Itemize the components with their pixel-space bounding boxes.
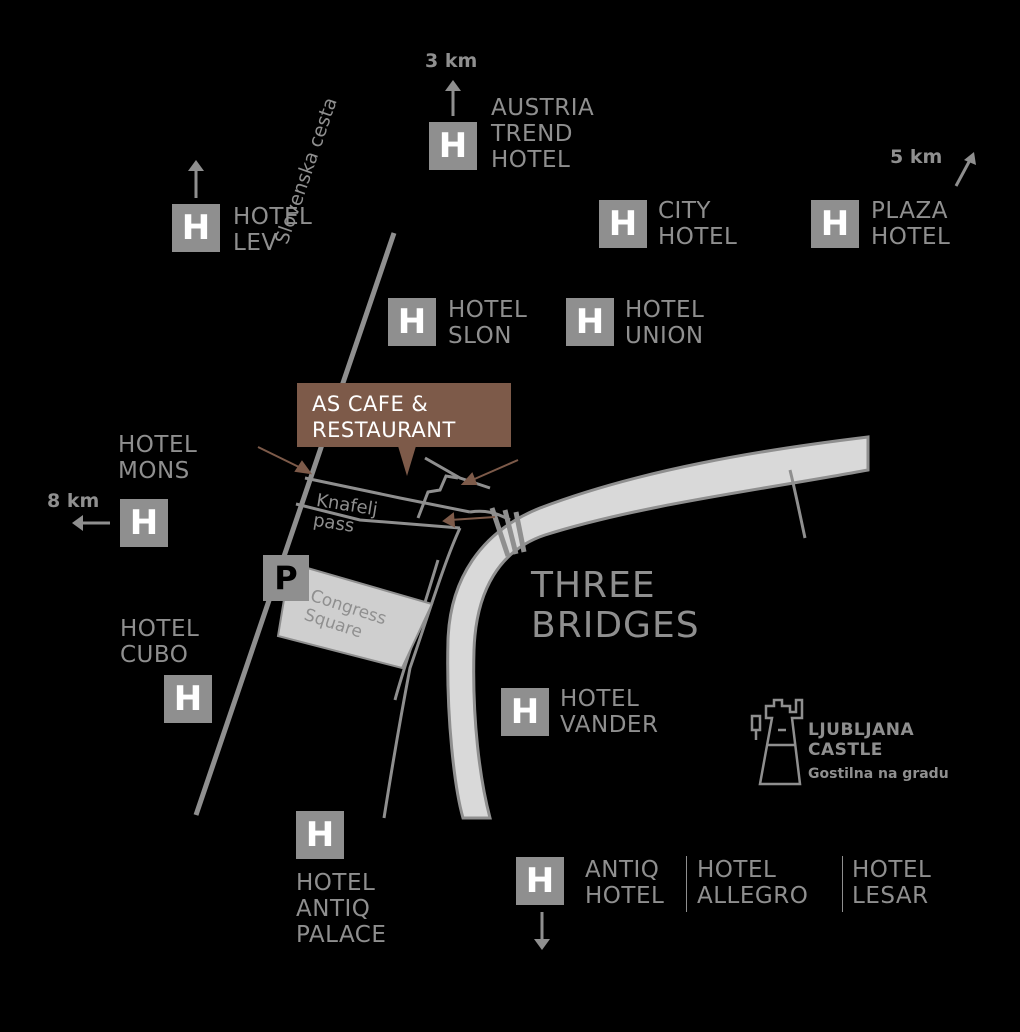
restaurant-callout[interactable]: [297, 383, 511, 447]
hotel-icon[interactable]: H: [501, 688, 549, 736]
congress-square-area: [276, 561, 434, 670]
arrow-up-right-icon: [954, 152, 976, 187]
hotel-city-label: CITY HOTEL: [658, 198, 738, 250]
street-east: [788, 469, 807, 539]
hotel-icon[interactable]: H: [516, 857, 564, 905]
street-upper: [424, 456, 491, 490]
divider: [686, 856, 687, 912]
hotel-icon[interactable]: H: [429, 122, 477, 170]
hotel-antiq-hotel-label: ANTIQ HOTEL: [585, 857, 665, 909]
divider: [842, 856, 843, 912]
parking-icon[interactable]: P: [263, 555, 309, 601]
hotel-icon[interactable]: H: [599, 200, 647, 248]
hotel-icon[interactable]: H: [120, 499, 168, 547]
hotel-allegro-label: HOTEL ALLEGRO: [697, 857, 809, 909]
slovenska-road: [193, 232, 397, 816]
restaurant-label: AS CAFE & RESTAURANT: [312, 392, 456, 442]
street-south-1: [382, 527, 462, 819]
distance-plaza: 5 km: [890, 146, 943, 168]
hotel-icon[interactable]: H: [566, 298, 614, 346]
hotel-icon[interactable]: H: [388, 298, 436, 346]
hotel-vander-label: HOTEL VANDER: [560, 686, 659, 738]
hotel-union-label: HOTEL UNION: [625, 297, 705, 349]
callout-pointer: [398, 446, 416, 476]
distance-austria-trend: 3 km: [425, 50, 478, 72]
restaurant-outline: [416, 474, 459, 519]
hotel-lev-label: HOTEL LEV: [233, 204, 313, 256]
river: [446, 435, 870, 820]
arrow-left-icon: [72, 515, 110, 531]
knafelj-street: [304, 476, 471, 514]
hotel-icon[interactable]: H: [296, 811, 344, 859]
ljubljana-castle-label: LJUBLJANA CASTLE: [808, 720, 915, 760]
arrow-up-icon: [188, 160, 204, 198]
distance-mons: 8 km: [47, 490, 100, 512]
hotel-slon-label: HOTEL SLON: [448, 297, 528, 349]
hotel-mons-label: HOTEL MONS: [118, 432, 198, 484]
three-bridges-icon: [489, 507, 527, 557]
street-lower-knafelj: [295, 502, 461, 530]
hotel-austria-trend-label: AUSTRIA TREND HOTEL: [491, 95, 595, 173]
three-bridges-label: THREE BRIDGES: [531, 565, 700, 646]
hotel-lesar-label: HOTEL LESAR: [852, 857, 932, 909]
hotel-cubo-label: HOTEL CUBO: [120, 616, 200, 668]
hotel-antiq-palace-label: HOTEL ANTIQ PALACE: [296, 870, 387, 948]
arrow-up-icon: [445, 80, 461, 116]
arrow-down-icon: [534, 912, 550, 950]
hotel-icon[interactable]: H: [811, 200, 859, 248]
hotel-icon[interactable]: H: [172, 204, 220, 252]
castle-restaurant-label: Gostilna na gradu: [808, 766, 949, 782]
castle-icon: [750, 698, 804, 786]
hotel-icon[interactable]: H: [164, 675, 212, 723]
hotel-plaza-label: PLAZA HOTEL: [871, 198, 951, 250]
